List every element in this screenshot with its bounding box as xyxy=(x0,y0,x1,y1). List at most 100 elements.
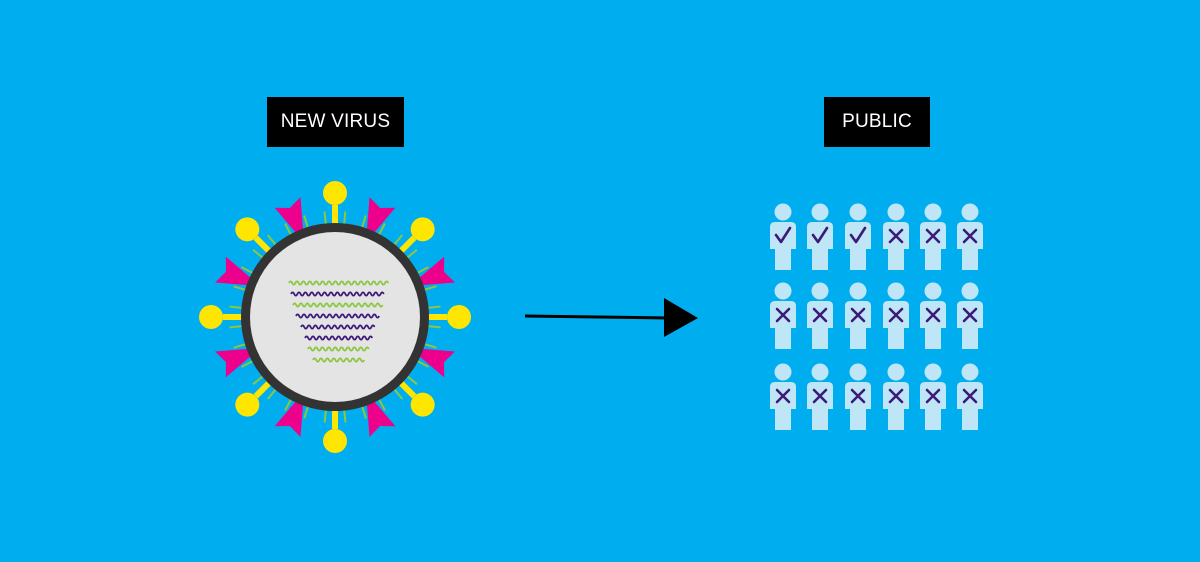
fringe-spike xyxy=(426,305,441,309)
fringe-spike xyxy=(392,387,404,400)
cross-mark xyxy=(850,388,866,404)
person-body xyxy=(845,301,871,349)
yellow-spike-head xyxy=(235,392,260,417)
person-susceptible xyxy=(807,282,833,349)
person-head xyxy=(811,282,829,300)
virus-core xyxy=(250,232,420,402)
fringe-spike xyxy=(229,305,244,310)
fringe-spike xyxy=(229,325,244,329)
rna-strand xyxy=(292,302,384,308)
person-body xyxy=(920,301,946,349)
person-susceptible xyxy=(920,363,946,430)
person-immune xyxy=(770,203,796,270)
person-susceptible xyxy=(845,363,871,430)
fringe-spike xyxy=(266,234,278,247)
person-susceptible xyxy=(770,282,796,349)
person-head xyxy=(924,282,942,300)
rna-strand xyxy=(300,324,376,330)
person-susceptible xyxy=(957,203,983,270)
person-head xyxy=(961,203,979,221)
person-head xyxy=(774,363,792,381)
cross-mark xyxy=(812,307,828,323)
cross-mark xyxy=(962,307,978,323)
person-body xyxy=(807,301,833,349)
person-body xyxy=(770,222,796,270)
fringe-spike xyxy=(422,342,437,349)
person-head xyxy=(774,282,792,300)
person-susceptible xyxy=(883,203,909,270)
person-head xyxy=(961,282,979,300)
person-body xyxy=(957,301,983,349)
magenta-spike xyxy=(274,399,304,437)
person-head xyxy=(924,203,942,221)
person-body xyxy=(845,222,871,270)
person-susceptible xyxy=(883,363,909,430)
person-susceptible xyxy=(957,363,983,430)
fringe-spike xyxy=(343,408,347,423)
person-susceptible xyxy=(920,282,946,349)
person-head xyxy=(811,203,829,221)
magenta-spike xyxy=(366,399,396,437)
person-immune xyxy=(845,203,871,270)
person-head xyxy=(849,282,867,300)
person-body xyxy=(807,222,833,270)
rna-strand xyxy=(304,335,374,341)
magenta-spike xyxy=(366,197,396,235)
person-body xyxy=(920,382,946,430)
cross-mark xyxy=(888,388,904,404)
fringe-spike xyxy=(284,223,293,237)
fringe-spike xyxy=(267,387,278,400)
public-population-grid xyxy=(770,203,983,430)
check-mark xyxy=(774,226,792,244)
transmission-arrow xyxy=(524,298,698,337)
fringe-spike xyxy=(303,404,310,419)
yellow-spike-head xyxy=(323,181,347,205)
cross-mark xyxy=(925,307,941,323)
cross-mark xyxy=(775,307,791,323)
fringe-spike xyxy=(415,359,429,368)
fringe-spike xyxy=(342,211,347,226)
person-head xyxy=(811,363,829,381)
fringe-spike xyxy=(426,324,441,329)
fringe-spike xyxy=(284,397,293,411)
fringe-spike xyxy=(405,248,418,260)
yellow-spike-head xyxy=(199,305,223,329)
person-body xyxy=(807,382,833,430)
rna-strand xyxy=(290,291,385,297)
magenta-spike xyxy=(215,348,253,378)
person-body xyxy=(770,301,796,349)
fringe-spike xyxy=(323,211,327,226)
rna-strand xyxy=(312,357,366,363)
fringe-spike xyxy=(360,404,367,419)
check-mark xyxy=(811,226,829,244)
rna-strand xyxy=(307,346,370,352)
new-virus-label-text: NEW VIRUS xyxy=(280,111,391,132)
new-virus-label: NEW VIRUS xyxy=(267,97,404,147)
person-body xyxy=(957,382,983,430)
person-head xyxy=(887,282,905,300)
person-susceptible xyxy=(807,363,833,430)
fringe-spike xyxy=(252,374,265,386)
person-body xyxy=(883,382,909,430)
public-label: PUBLIC xyxy=(824,97,930,147)
fringe-spike xyxy=(323,408,328,423)
cross-mark xyxy=(850,307,866,323)
cross-mark xyxy=(925,388,941,404)
person-susceptible xyxy=(845,282,871,349)
cross-mark xyxy=(888,228,904,244)
person-susceptible xyxy=(883,282,909,349)
person-head xyxy=(887,203,905,221)
person-body xyxy=(845,382,871,430)
magenta-spike xyxy=(215,256,253,286)
yellow-spike-head xyxy=(323,429,347,453)
person-immune xyxy=(807,203,833,270)
person-body xyxy=(883,222,909,270)
fringe-spike xyxy=(233,285,248,292)
person-susceptible xyxy=(770,363,796,430)
person-body xyxy=(770,382,796,430)
person-head xyxy=(961,363,979,381)
fringe-spike xyxy=(233,342,248,349)
fringe-spike xyxy=(377,397,386,411)
rna-strand xyxy=(295,313,381,319)
